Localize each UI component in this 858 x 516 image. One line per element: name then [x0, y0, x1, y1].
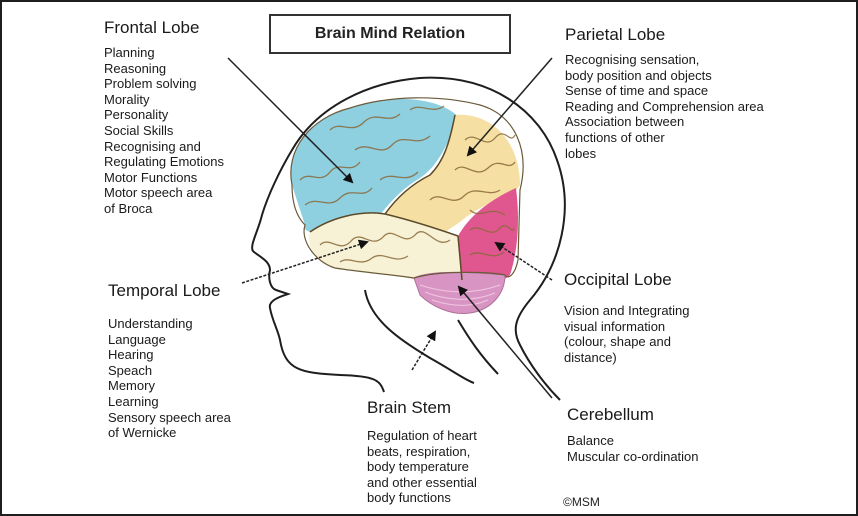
cerebellum-label: Cerebellum Balance Muscular co-ordinatio…	[567, 405, 699, 464]
temporal-pointer-arrow	[241, 239, 369, 284]
brain-stem-function: body temperature	[367, 459, 469, 475]
occipital-lobe-function: Vision and Integrating	[564, 303, 690, 318]
frontal-lobe-function: Motor speech area	[104, 185, 213, 201]
brain-outline	[290, 97, 524, 279]
parietal-lobe-function: body position and objects	[565, 67, 712, 83]
brain-stem-function: body functions	[367, 490, 451, 506]
frontal-lobe-function: Regulating Emotions	[104, 154, 224, 170]
parietal-lobe-function: Reading and Comprehension area	[565, 98, 764, 114]
occipital-lobe-function: distance)	[564, 349, 617, 365]
brain	[290, 98, 520, 284]
brain-stem-heading: Brain Stem	[367, 398, 452, 417]
brain-stem-function: and other essential	[367, 474, 477, 490]
frontal-lobe-function: Social Skills	[104, 122, 174, 138]
temporal-lobe-function: Hearing	[108, 347, 154, 363]
diagram-title: Brain Mind Relation	[269, 14, 511, 54]
frontal-lobe-function: Motor Functions	[104, 169, 198, 185]
cerebellum-heading: Cerebellum	[567, 405, 654, 424]
neck-line-front	[364, 289, 475, 384]
temporal-lobe-heading: Temporal Lobe	[108, 281, 221, 300]
parietal-lobe-function: Recognising sensation,	[565, 52, 700, 67]
occipital-lobe-shape	[458, 188, 518, 284]
temporal-lobe-function: Memory	[108, 378, 155, 394]
parietal-lobe-shape	[385, 114, 520, 232]
occipital-lobe-label: Occipital Lobe Vision and Integrating vi…	[564, 270, 690, 365]
temporal-lobe-function: Language	[108, 331, 166, 347]
temporal-lobe-function: of Wernicke	[108, 425, 177, 441]
frontal-lobe-function: Planning	[104, 45, 155, 60]
parietal-lobe-heading: Parietal Lobe	[565, 25, 666, 44]
occipital-lobe-heading: Occipital Lobe	[564, 270, 672, 289]
occipital-pointer-arrow	[494, 241, 553, 281]
neck-line-back	[457, 319, 499, 375]
parietal-lobe-function: lobes	[565, 145, 597, 161]
temporal-lobe-function: Sensory speech area	[108, 409, 231, 425]
brain-stem-label: Brain Stem Regulation of heart beats, re…	[367, 398, 477, 506]
temporal-lobe-function: Learning	[108, 393, 159, 409]
parietal-pointer-arrow	[466, 57, 553, 157]
head-outline	[251, 76, 566, 401]
brain-stem-function: Regulation of heart	[367, 428, 477, 443]
parietal-lobe-function: functions of other	[565, 129, 665, 145]
brainstem-pointer-arrow	[411, 330, 437, 371]
temporal-lobe-function: Speach	[108, 362, 153, 378]
temporal-lobe-label: Temporal Lobe Understanding Language Hea…	[108, 281, 231, 441]
frontal-pointer-arrow	[227, 57, 354, 184]
brain-stem-function: beats, respiration,	[367, 443, 471, 459]
cerebellum-function: Muscular co-ordination	[567, 448, 699, 464]
parietal-lobe-function: Sense of time and space	[565, 83, 709, 99]
frontal-lobe-heading: Frontal Lobe	[104, 18, 200, 37]
parietal-lobe-label: Parietal Lobe Recognising sensation, bod…	[565, 25, 764, 161]
occipital-lobe-function: visual information	[564, 318, 666, 334]
occipital-lobe-function: (colour, shape and	[564, 334, 671, 350]
cerebellum-pointer-arrow	[457, 285, 553, 399]
parietal-lobe-function: Association between	[565, 114, 685, 130]
temporal-lobe-function: Understanding	[108, 316, 193, 331]
frontal-lobe-function: of Broca	[104, 200, 153, 216]
frontal-lobe-function: Personality	[104, 107, 169, 123]
frontal-lobe-function: Problem solving	[104, 76, 197, 92]
frontal-lobe-function: Recognising and	[104, 138, 201, 154]
frontal-lobe-function: Reasoning	[104, 60, 167, 76]
temporal-lobe-shape	[309, 212, 462, 283]
cerebellum-function: Balance	[567, 433, 614, 448]
frontal-lobe-function: Morality	[104, 91, 150, 107]
frontal-lobe-shape	[290, 98, 460, 232]
frontal-lobe-label: Frontal Lobe Planning Reasoning Problem …	[104, 18, 224, 217]
copyright-notice: ©MSM	[563, 495, 600, 509]
